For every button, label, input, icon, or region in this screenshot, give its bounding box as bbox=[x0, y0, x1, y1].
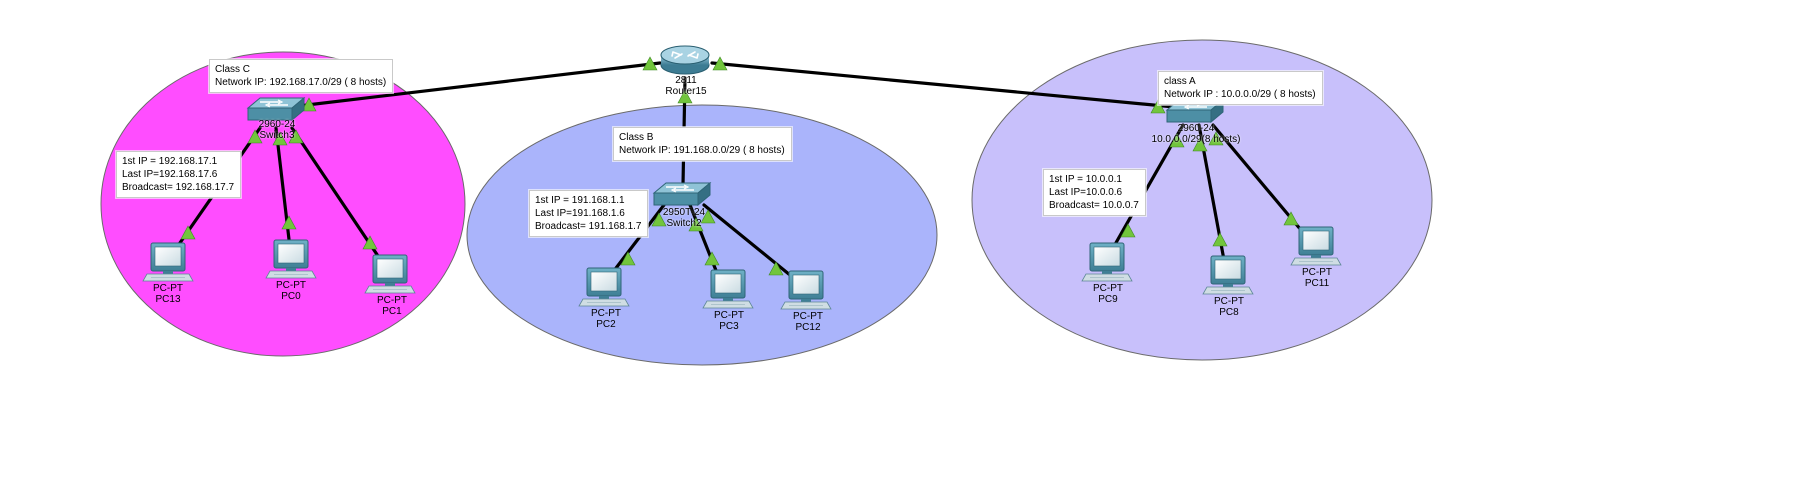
pc9-label: PC-PT PC9 bbox=[1093, 283, 1123, 305]
link-light-icon bbox=[712, 56, 728, 71]
switch-model: 2960-24 bbox=[258, 119, 296, 130]
note-broadcast: Broadcast= 10.0.0.7 bbox=[1049, 200, 1139, 211]
link-light-icon bbox=[1192, 137, 1208, 152]
note-broadcast: Broadcast= 191.168.1.7 bbox=[535, 221, 642, 232]
link-light-icon bbox=[688, 217, 704, 232]
link-classa-switch-pc11[interactable] bbox=[1211, 123, 1303, 232]
link-light-icon bbox=[642, 56, 658, 71]
class-c-network-note: Class C Network IP: 192.168.17.0/29 ( 8 … bbox=[209, 59, 394, 93]
pc-name: PC3 bbox=[719, 321, 739, 332]
switch3-label: 2960-24 Switch3 bbox=[259, 119, 296, 141]
link-light-icon bbox=[247, 129, 263, 144]
pc-model: PC-PT bbox=[276, 280, 306, 291]
pc-model: PC-PT bbox=[714, 310, 744, 321]
link-switch2-pc2[interactable] bbox=[611, 203, 666, 274]
note-broadcast: Broadcast= 192.168.17.7 bbox=[122, 182, 235, 193]
class-a-ip-note: 1st IP = 10.0.0.1 Last IP=10.0.0.6 Broad… bbox=[1043, 169, 1146, 216]
link-light-icon bbox=[768, 261, 784, 276]
note-title: Class C bbox=[215, 64, 251, 75]
pc0-label: PC-PT PC0 bbox=[276, 280, 306, 302]
link-light-icon bbox=[700, 209, 716, 224]
pc-model: PC-PT bbox=[153, 283, 183, 294]
pc2-label: PC-PT PC2 bbox=[591, 308, 621, 330]
switch-model: 2960-24 bbox=[1177, 123, 1215, 134]
link-light-icon bbox=[281, 215, 297, 230]
note-last-ip: Last IP=10.0.0.6 bbox=[1049, 187, 1123, 198]
class-b-ip-note: 1st IP = 191.168.1.1 Last IP=191.168.1.6… bbox=[529, 190, 649, 237]
note-first-ip: 1st IP = 192.168.17.1 bbox=[122, 156, 218, 167]
note-title: class A bbox=[1164, 76, 1196, 87]
note-network-ip: Network IP : 10.0.0.0/29 ( 8 hosts) bbox=[1164, 89, 1316, 100]
class-a-switch-label: 2960-24 10.0.0.0/29(8 hosts) bbox=[1152, 123, 1241, 145]
switch-name: Switch2 bbox=[666, 218, 702, 229]
router-icon[interactable] bbox=[660, 45, 710, 75]
switch2-label: 2950T-24 Switch2 bbox=[663, 207, 705, 229]
class-a-network-note: class A Network IP : 10.0.0.0/29 ( 8 hos… bbox=[1158, 71, 1323, 105]
pc-name: PC13 bbox=[155, 294, 181, 305]
note-last-ip: Last IP=191.168.1.6 bbox=[535, 208, 625, 219]
pc13-label: PC-PT PC13 bbox=[153, 283, 183, 305]
link-router-class-a-switch[interactable] bbox=[710, 61, 1187, 110]
link-light-icon bbox=[272, 131, 288, 146]
note-network-ip: Network IP: 191.168.0.0/29 ( 8 hosts) bbox=[619, 145, 785, 156]
link-light-icon bbox=[651, 212, 667, 227]
pc8-label: PC-PT PC8 bbox=[1214, 296, 1244, 318]
pc-model: PC-PT bbox=[591, 308, 621, 319]
pc1-label: PC-PT PC1 bbox=[377, 295, 407, 317]
pc3-label: PC-PT PC3 bbox=[714, 310, 744, 332]
link-light-icon bbox=[301, 97, 317, 112]
pc-name: PC1 bbox=[382, 306, 402, 317]
pc-model: PC-PT bbox=[793, 311, 823, 322]
router-model: 2811 bbox=[675, 75, 697, 86]
link-light-icon bbox=[288, 129, 304, 144]
pc-model: PC-PT bbox=[1214, 296, 1244, 307]
pc-name: PC0 bbox=[281, 291, 301, 302]
pc-name: PC2 bbox=[596, 319, 616, 330]
note-title: Class B bbox=[619, 132, 654, 143]
router-name: Router15 bbox=[665, 86, 707, 97]
class-c-ip-note: 1st IP = 192.168.17.1 Last IP=192.168.17… bbox=[116, 151, 242, 198]
pc11-label: PC-PT PC11 bbox=[1302, 267, 1332, 289]
pc-name: PC9 bbox=[1098, 294, 1118, 305]
note-last-ip: Last IP=192.168.17.6 bbox=[122, 169, 218, 180]
link-light-icon bbox=[704, 251, 720, 266]
link-light-icon bbox=[1150, 99, 1166, 114]
switch-name: 10.0.0.0/29(8 hosts) bbox=[1151, 134, 1241, 145]
note-network-ip: Network IP: 192.168.17.0/29 ( 8 hosts) bbox=[215, 77, 387, 88]
link-light-icon bbox=[1169, 133, 1185, 148]
link-light-icon bbox=[620, 251, 636, 266]
link-light-icon bbox=[180, 225, 196, 240]
pc-model: PC-PT bbox=[1093, 283, 1123, 294]
link-light-icon bbox=[1120, 223, 1136, 238]
link-switch3-pc1[interactable] bbox=[290, 126, 380, 258]
pc-model: PC-PT bbox=[377, 295, 407, 306]
link-light-icon bbox=[1283, 211, 1299, 226]
pc12-label: PC-PT PC12 bbox=[793, 311, 823, 333]
pc-name: PC8 bbox=[1219, 307, 1239, 318]
router-label: 2811 Router15 bbox=[665, 75, 706, 97]
switch-model: 2950T-24 bbox=[662, 207, 706, 218]
link-light-icon bbox=[362, 235, 378, 250]
class-b-network-note: Class B Network IP: 191.168.0.0/29 ( 8 h… bbox=[613, 127, 792, 161]
link-router-switch3[interactable] bbox=[288, 61, 662, 109]
note-first-ip: 1st IP = 191.168.1.1 bbox=[535, 195, 625, 206]
pc-name: PC11 bbox=[1304, 278, 1330, 289]
link-light-icon bbox=[677, 89, 693, 104]
note-first-ip: 1st IP = 10.0.0.1 bbox=[1049, 174, 1122, 185]
pc-name: PC12 bbox=[795, 322, 821, 333]
link-light-icon bbox=[1208, 131, 1224, 146]
link-light-icon bbox=[1212, 232, 1228, 247]
pc-model: PC-PT bbox=[1302, 267, 1332, 278]
switch-name: Switch3 bbox=[259, 130, 295, 141]
link-lights bbox=[180, 56, 1299, 276]
